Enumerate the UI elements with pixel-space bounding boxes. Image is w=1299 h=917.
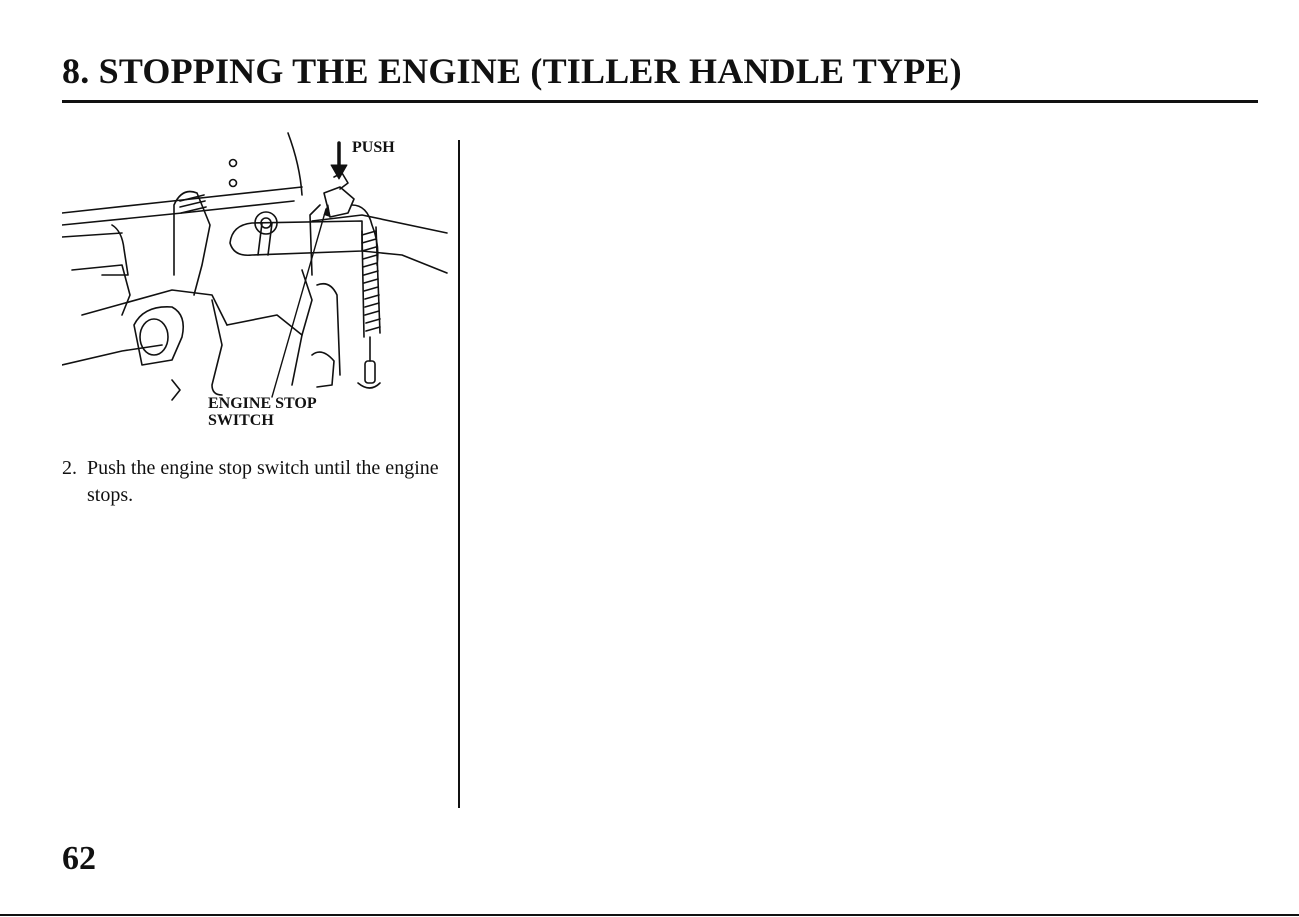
callout-line-1: ENGINE STOP — [208, 395, 317, 412]
bottom-rule — [0, 914, 1299, 916]
instruction-step: 2. Push the engine stop switch until the… — [62, 455, 452, 509]
page-number: 62 — [62, 840, 96, 878]
page-title: 8. STOPPING THE ENGINE (TILLER HANDLE TY… — [62, 50, 962, 92]
step-text: Push the engine stop switch until the en… — [87, 455, 452, 509]
engine-stop-switch-callout: ENGINE STOP SWITCH — [208, 395, 317, 429]
column-divider — [458, 140, 460, 808]
outboard-motor-drawing — [62, 125, 454, 435]
step-number: 2. — [62, 455, 77, 482]
engine-stop-switch-illustration: PUSH ENGINE STOP SWITCH — [62, 125, 454, 435]
push-callout: PUSH — [352, 139, 395, 156]
callout-line-2: SWITCH — [208, 412, 317, 429]
title-rule — [62, 100, 1258, 103]
